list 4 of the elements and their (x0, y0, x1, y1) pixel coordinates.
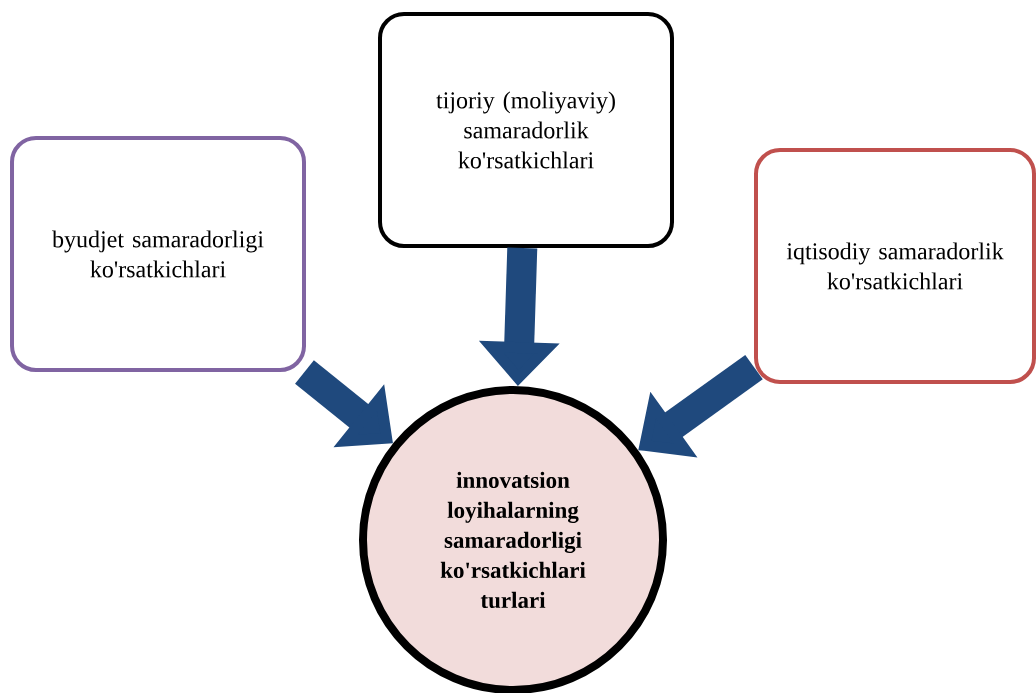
circle-node: innovatsion loyihalarning samaradorligi ko'rsatkichlari turlari (359, 386, 667, 693)
text-box: tijoriy (moliyaviy) samaradorlik ko'rsatkichlari (378, 12, 674, 248)
text-box: iqtisodiy samaradorlik ko'rsatkichlari (754, 148, 1036, 384)
text-box: byudjet samaradorligi ko'rsatkichlari (10, 136, 306, 372)
